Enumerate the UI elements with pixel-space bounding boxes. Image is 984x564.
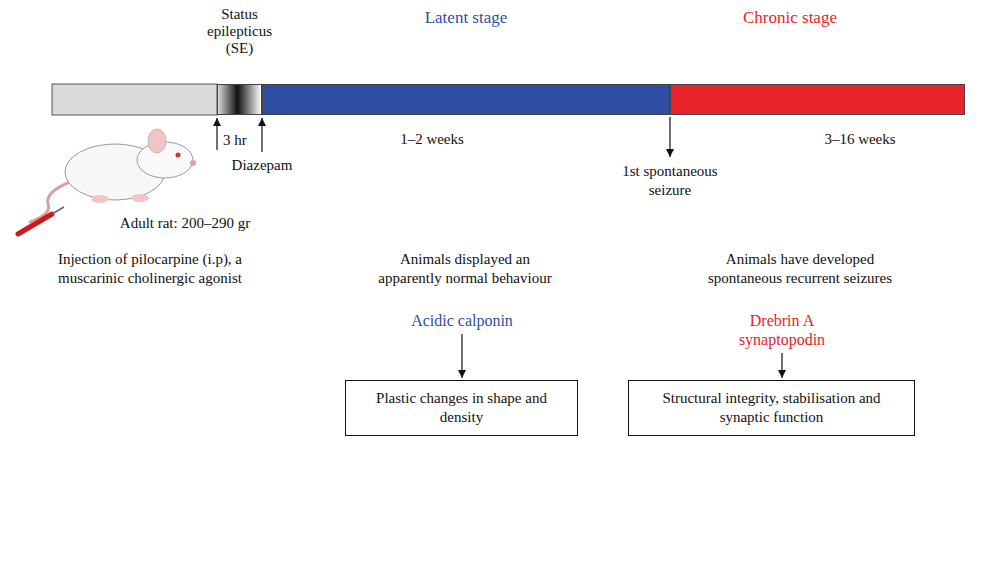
subject-label: Adult rat: 200–290 gr [90,214,280,233]
pre-injection-bar [52,84,217,115]
chronic-stage-band: Chronic stage [670,84,965,115]
diazepam-arrow [261,118,262,152]
stage-heading: Latent stage [356,8,576,27]
description-text: Injection of pilocarpine (i.p), a muscar… [25,250,275,288]
box-text: Plastic changes in shape and density [376,389,548,427]
status-epilepticus-band: Status epilepticus (SE) [217,84,262,115]
injection-arrow [216,118,217,150]
protein-label: Acidic calponin [392,311,532,330]
drebrin-arrow [781,353,782,378]
protein-label: Drebrin A synaptopodin [732,311,832,349]
stage-heading: Chronic stage [680,8,900,27]
box-text: Structural integrity, stabilisation and … [652,389,892,427]
calponin-arrow [461,334,462,378]
duration-label: 3–16 weeks [805,130,915,149]
duration-label: 3 hr [223,131,247,150]
seizure-arrow [669,117,670,157]
event-label: 1st spontaneous seizure [605,162,735,200]
drug-label: Diazepam [217,156,307,175]
latent-stage-band: Latent stage [262,84,670,115]
duration-label: 1–2 weeks [377,130,487,149]
description-text: Animals have developed spontaneous recur… [693,250,908,288]
process-box: Plastic changes in shape and density [345,380,578,436]
stage-heading: Status epilepticus (SE) [195,6,285,57]
process-box: Structural integrity, stabilisation and … [628,380,915,436]
description-text: Animals displayed an apparently normal b… [368,250,563,288]
